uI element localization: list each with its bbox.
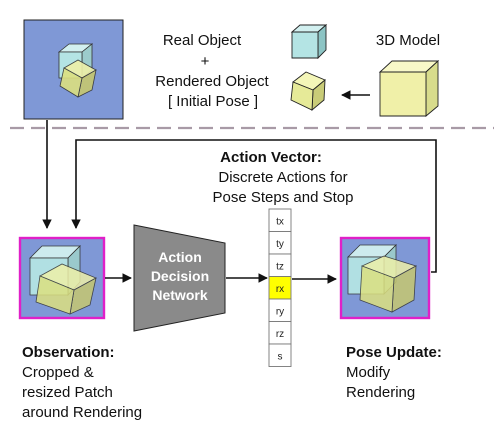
observation-line2: resized Patch (22, 384, 113, 401)
initial-pose-label: [ Initial Pose ] (168, 93, 258, 110)
feedback-loop-arrow (71, 139, 437, 273)
pose-update-rendered-cube-icon (359, 255, 418, 313)
real-object-label: Real Object (163, 32, 242, 49)
action-cell-label-ty: ty (276, 239, 284, 250)
real-object-cube-icon (290, 24, 328, 60)
network-label-line1: Action (158, 249, 202, 265)
3d-model-cube-icon (378, 59, 440, 117)
real-image-thumbnail (23, 19, 124, 120)
network-label-line3: Network (152, 287, 207, 303)
rendered-object-cube-icon (290, 71, 326, 112)
network-label-line2: Decision (151, 268, 209, 284)
pose-update-title: Pose Update: (346, 344, 442, 361)
pose-update-line1: Modify (346, 364, 391, 381)
action-cell-label-ry: ry (276, 306, 284, 317)
action-vector-desc-line1: Discrete Actions for (218, 169, 347, 186)
pose-update-patch (339, 236, 431, 320)
plus-label: + (201, 53, 210, 70)
observation-line1: Cropped & (22, 364, 94, 381)
action-cell-label-s: s (278, 351, 283, 362)
action-vector-cells: tx ty tz rx ry rz s (268, 208, 292, 367)
observation-title: Observation: (22, 344, 115, 361)
pose-update-line2: Rendering (346, 384, 415, 401)
rendered-cube-icon (59, 59, 97, 98)
action-vector-title: Action Vector: (220, 149, 322, 166)
action-cell-s (268, 343, 292, 367)
3d-model-label: 3D Model (376, 32, 440, 49)
action-cell-label-rz: rz (276, 329, 284, 340)
action-decision-network: Action Decision Network (133, 224, 226, 332)
observation-line3: around Rendering (22, 404, 142, 421)
observation-patch (18, 236, 106, 320)
action-cell-label-tz: tz (276, 261, 284, 272)
observation-rendered-cube-icon (35, 263, 97, 315)
rendered-object-label: Rendered Object (155, 73, 269, 90)
action-cell-label-tx: tx (276, 216, 284, 227)
action-vector-desc-line2: Pose Steps and Stop (213, 189, 354, 206)
action-cell-label-rx: rx (276, 284, 284, 295)
